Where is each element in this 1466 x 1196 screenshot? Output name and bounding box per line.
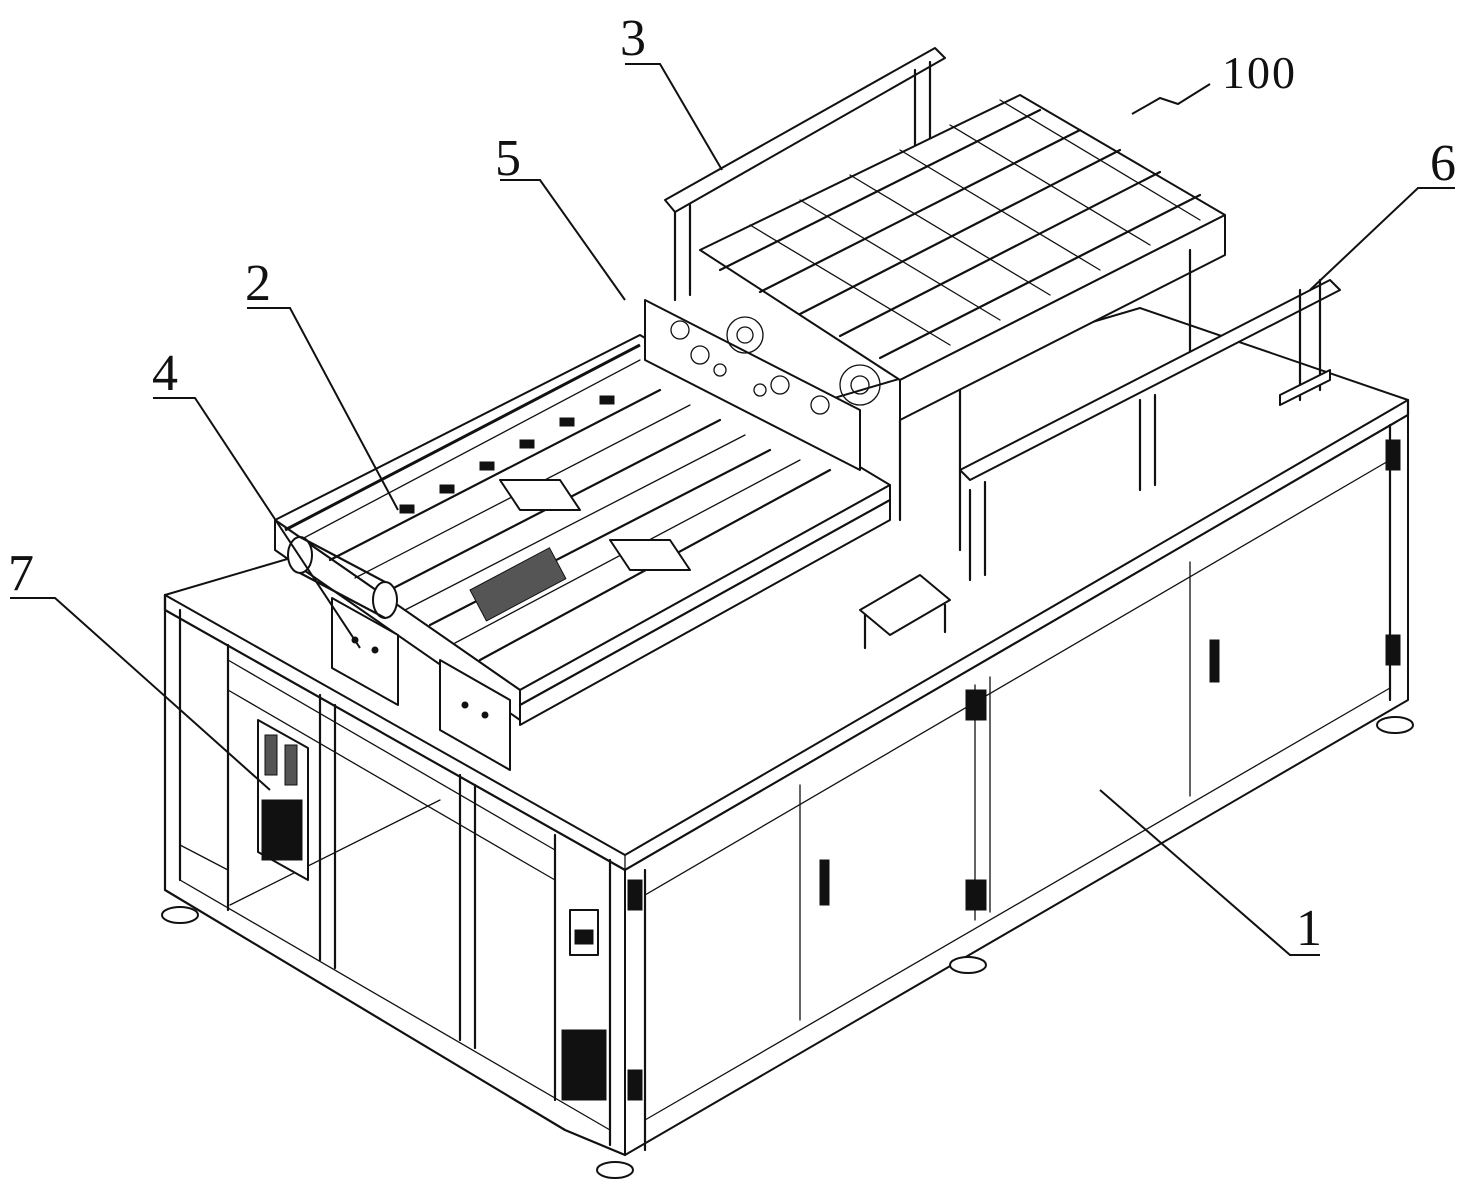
leader-3 <box>625 63 723 171</box>
upper-module <box>644 47 1341 650</box>
front-conveyor-module <box>274 334 892 771</box>
label-2: 2 <box>245 255 271 312</box>
leader-7 <box>10 597 271 791</box>
reference-labels: 100 3 5 2 4 7 6 1 <box>8 10 1456 957</box>
leader-6 <box>1309 187 1455 291</box>
label-7: 7 <box>8 545 34 602</box>
leader-1 <box>1099 789 1320 956</box>
label-3: 3 <box>620 10 646 67</box>
label-100: 100 <box>1222 47 1297 98</box>
leader-4 <box>153 397 361 649</box>
leader-2 <box>247 307 399 511</box>
leader-100 <box>1131 83 1211 115</box>
label-1: 1 <box>1296 900 1322 957</box>
label-4: 4 <box>152 345 178 402</box>
label-6: 6 <box>1430 135 1456 192</box>
leader-5 <box>500 179 626 301</box>
label-5: 5 <box>495 130 521 187</box>
